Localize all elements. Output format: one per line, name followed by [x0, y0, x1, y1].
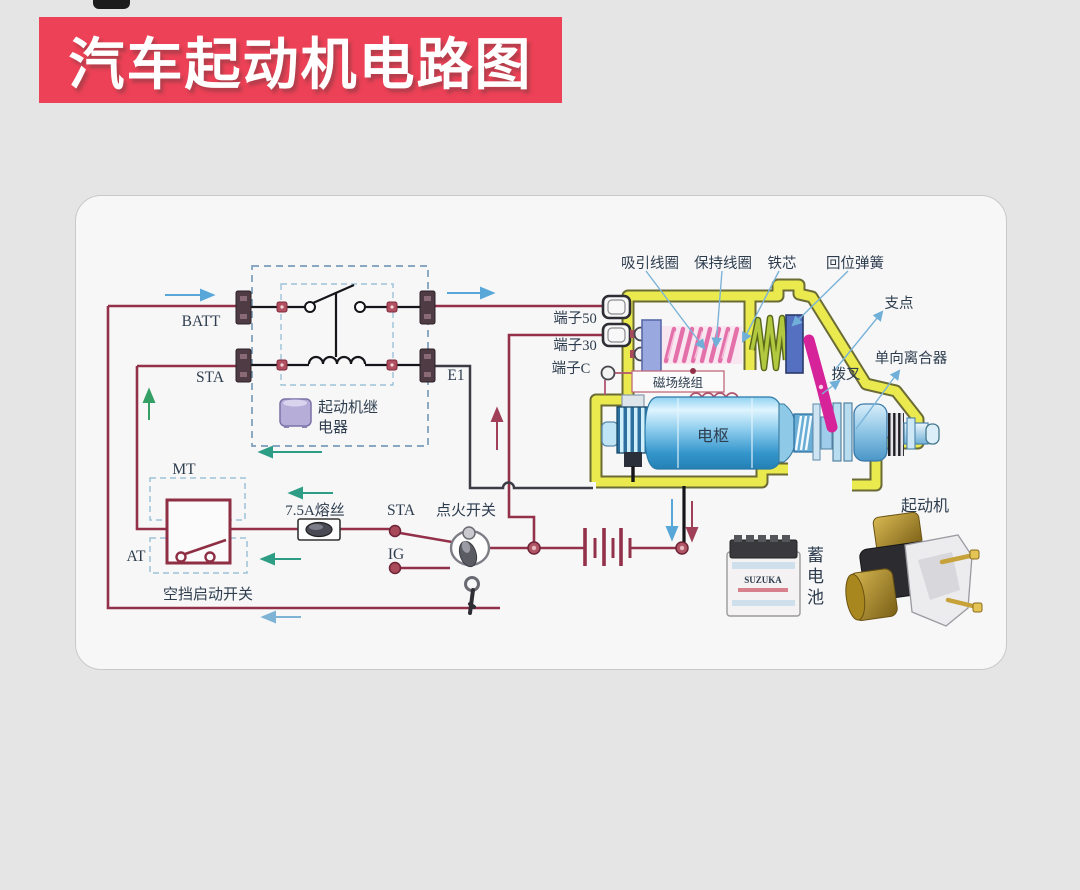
junction-dots	[388, 524, 689, 575]
label-ig: IG	[388, 546, 404, 563]
flow-arrows	[142, 286, 699, 624]
label-batt: BATT	[182, 313, 221, 330]
starter-photo	[845, 511, 983, 627]
label-starter-photo: 起动机	[901, 497, 949, 515]
label-leaders	[645, 270, 901, 430]
svg-text:SUZUKA: SUZUKA	[744, 575, 782, 585]
label-relay-name-2: 电器	[318, 419, 348, 436]
shaft-end-cap	[601, 421, 619, 447]
neutral-start-switch	[149, 477, 248, 574]
wire-sta-down	[135, 366, 167, 531]
iron-core-plate	[785, 314, 804, 374]
key-tail	[468, 588, 476, 615]
relay-contact-left	[304, 301, 316, 313]
label-sta-ignition: STA	[387, 502, 416, 519]
circuit-wires	[106, 304, 677, 610]
label-sta-relay: STA	[196, 369, 225, 386]
relay-inner-dashed-box	[280, 283, 394, 386]
shaft-tip	[925, 423, 940, 445]
label-ignition-switch: 点火开关	[436, 502, 496, 519]
wire-e1-ground	[435, 364, 593, 490]
label-fulcrum: 支点	[885, 295, 914, 312]
switch-body	[165, 498, 232, 565]
label-return-spring: 回位弹簧	[826, 255, 884, 272]
label-armature: 电枢	[697, 427, 729, 445]
page-title: 汽车起动机电路图	[68, 32, 533, 96]
label-battery-photo: 蓄电池	[804, 546, 823, 609]
starter-relay	[235, 265, 436, 447]
key-head	[462, 526, 476, 540]
lug-stub-1	[630, 330, 637, 338]
terminal-c-circle	[600, 365, 616, 381]
at-dashed-box	[149, 537, 248, 574]
label-fuse: 7.5A熔丝	[285, 502, 345, 519]
connector-blocks	[235, 290, 436, 383]
return-spring	[750, 316, 788, 370]
label-hold-in-coil: 保持线圈	[694, 255, 752, 272]
terminal-c-leads	[604, 372, 633, 395]
wire-sta-contact	[399, 531, 453, 544]
label-terminal-c: 端子C	[552, 360, 591, 377]
clutch-drum	[853, 403, 888, 462]
screen-top-notch	[93, 0, 130, 9]
fuse	[297, 518, 341, 541]
label-mt: MT	[172, 461, 196, 478]
switch-lever	[184, 538, 227, 556]
solenoid-end-plate	[641, 319, 662, 373]
shaft-ring	[906, 417, 916, 450]
wire-t30-to-battery	[507, 333, 606, 543]
relay-contact-right	[354, 301, 366, 313]
wire-left-loop	[106, 306, 500, 610]
label-pull-in-coil: 吸引线圈	[621, 255, 679, 272]
ig-terminal-dot	[388, 561, 402, 575]
label-terminal-30: 端子30	[553, 337, 597, 354]
lug-stub-2	[630, 350, 637, 358]
label-shift-fork: 拨叉	[832, 366, 861, 383]
label-terminal-50: 端子50	[553, 310, 597, 327]
label-relay-name-1: 起动机继	[318, 399, 378, 416]
terminal-30-lug	[601, 322, 632, 348]
armature-assembly	[601, 394, 940, 482]
thrust-washer	[812, 403, 821, 461]
ignition-switch	[449, 526, 491, 615]
sta-terminal-dot	[388, 524, 402, 538]
relay-outer-dashed-box	[251, 265, 429, 447]
solenoid-assembly	[600, 294, 804, 395]
label-at: AT	[127, 548, 146, 565]
label-field-winding: 磁场绕组	[653, 375, 703, 390]
terminal-50-lug	[601, 294, 632, 320]
pinion-gear	[888, 413, 904, 456]
battery-symbol	[583, 528, 632, 566]
commutator	[616, 406, 649, 454]
helical-spline	[793, 413, 814, 453]
battery-photo: SUZUKA	[726, 535, 801, 617]
title-banner: 汽车起动机电路图	[39, 17, 562, 103]
label-e1: E1	[447, 367, 464, 384]
label-iron-core: 铁芯	[768, 255, 797, 272]
fork-collar-plate-2	[843, 402, 853, 462]
brush-bottom	[624, 452, 642, 467]
label-one-way-clutch: 单向离合器	[875, 350, 948, 367]
shift-fork	[803, 334, 838, 433]
relay-icon	[279, 398, 312, 428]
label-neutral-switch: 空挡启动开关	[163, 586, 253, 603]
